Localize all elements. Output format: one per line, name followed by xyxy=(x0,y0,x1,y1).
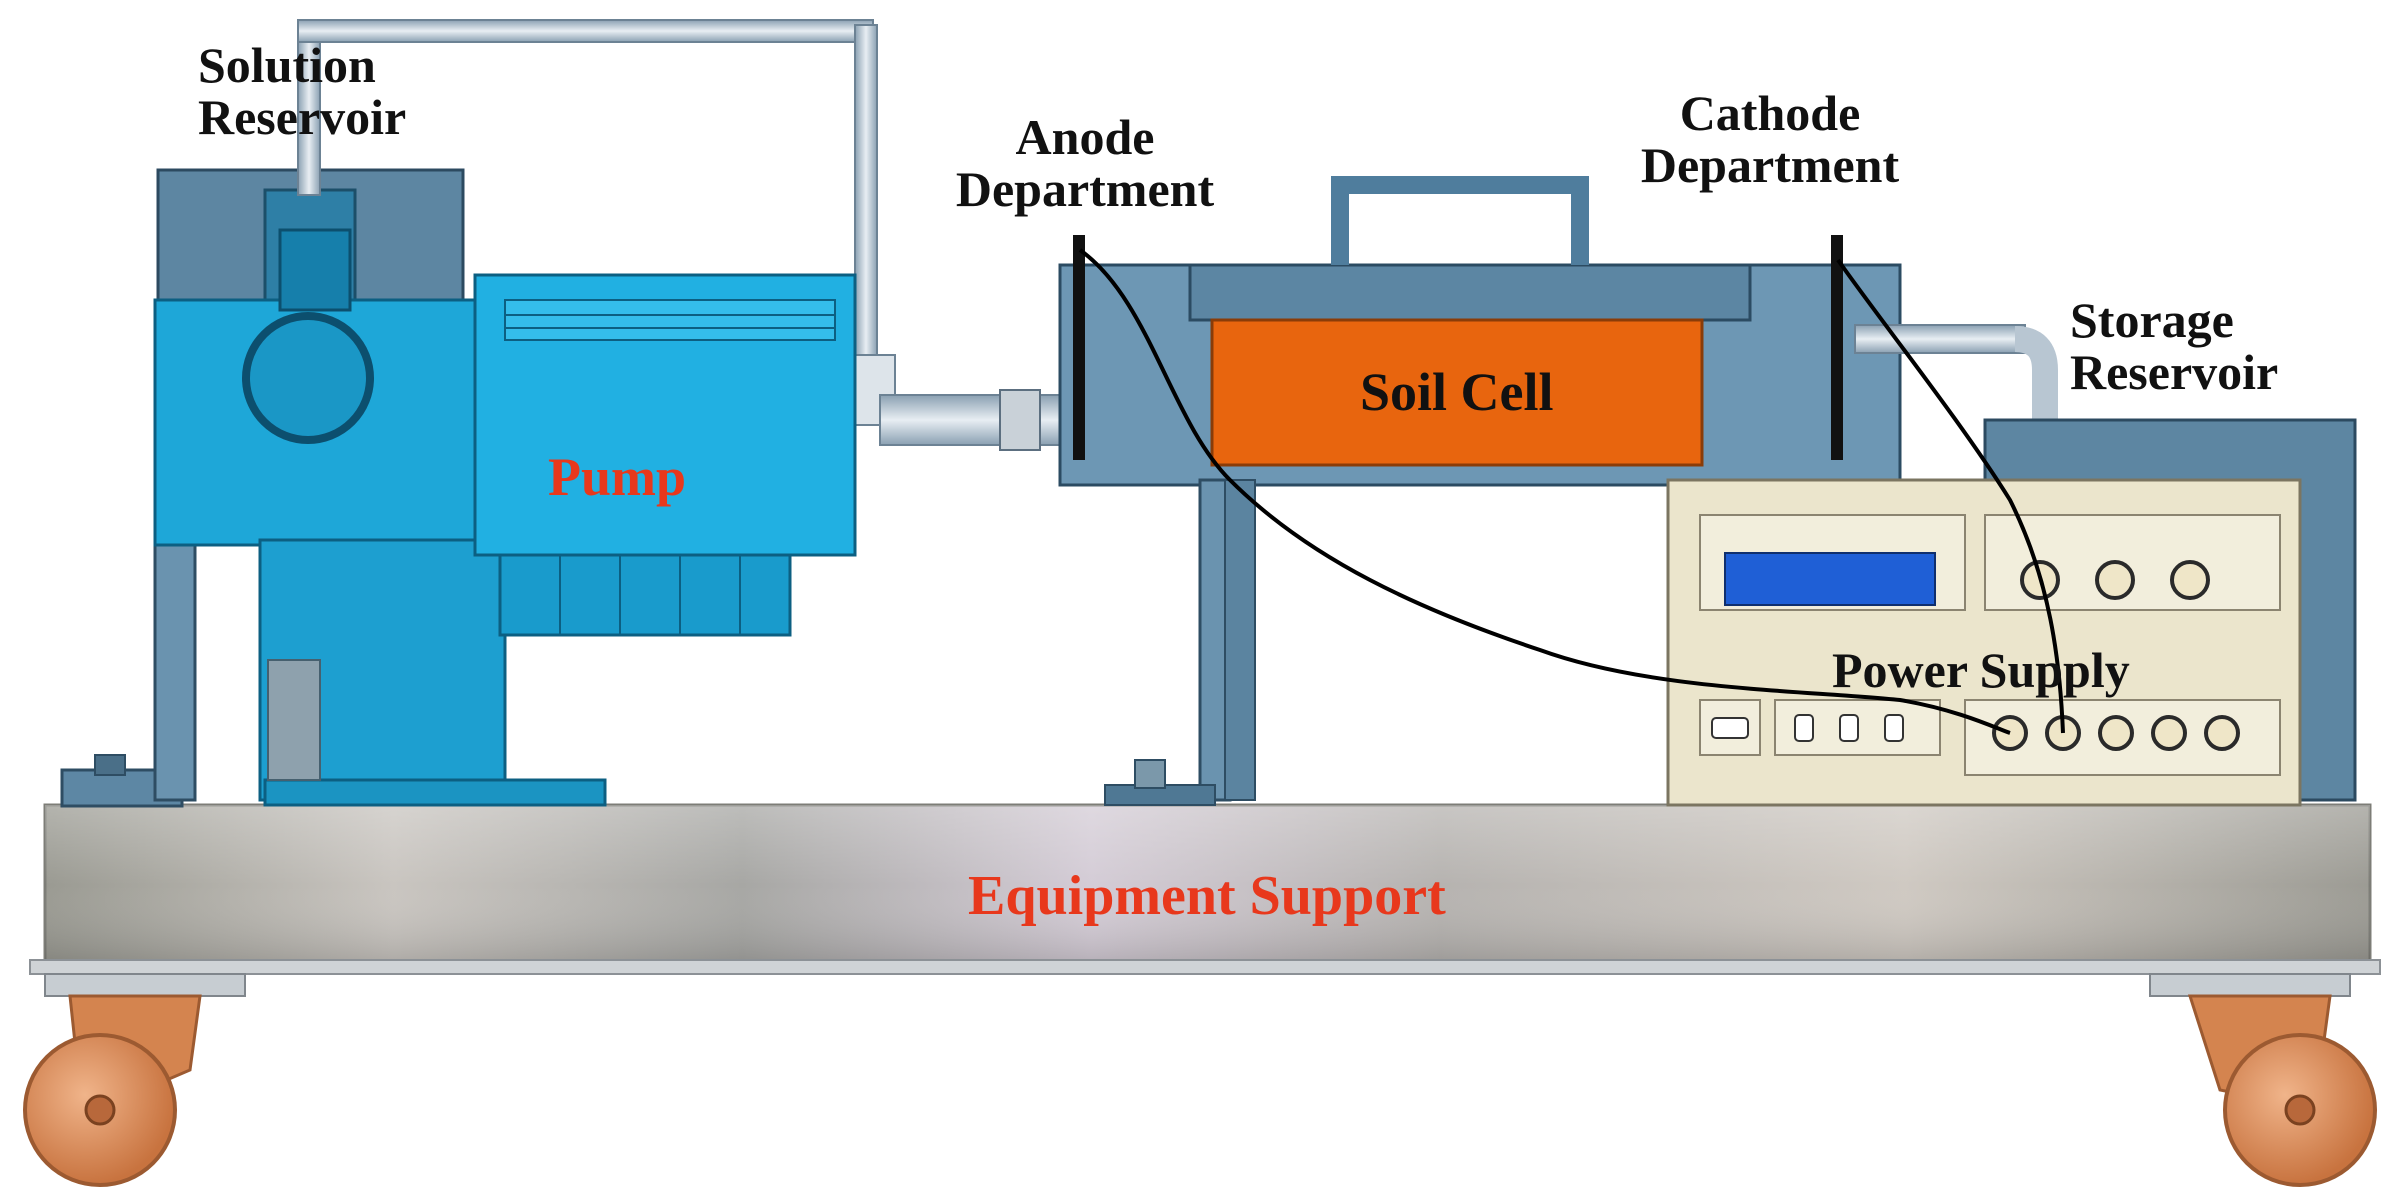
inlet-pipe xyxy=(297,19,1061,451)
cathode-department-label-line2: Department xyxy=(1640,137,1900,193)
anode-wire xyxy=(1078,248,2011,735)
solution-reservoir-label-line2: Reservoir xyxy=(198,89,407,145)
display-screen xyxy=(1724,552,1936,606)
equipment-support-label: Equipment Support xyxy=(968,865,1446,927)
anode-department-label-line1: Anode xyxy=(1015,109,1155,165)
storage-reservoir-label: Storage Reservoir xyxy=(2070,295,2278,397)
cathode-wire xyxy=(1836,258,2065,734)
outlet-pipe xyxy=(1854,324,2058,420)
anode-electrode xyxy=(1073,235,1085,460)
solution-reservoir-label-line1: Solution xyxy=(198,37,376,93)
cathode-department-label: Cathode Department xyxy=(1570,88,1970,190)
solution-reservoir-label: Solution Reservoir xyxy=(198,40,406,142)
cathode-electrode xyxy=(1831,235,1843,460)
pump-icon xyxy=(153,228,857,807)
caster-wheel-left-icon xyxy=(23,973,246,1187)
pump-label: Pump xyxy=(548,447,687,507)
storage-reservoir-label-line1: Storage xyxy=(2070,292,2234,348)
storage-reservoir-label-line2: Reservoir xyxy=(2070,344,2279,400)
knob-icon xyxy=(2095,560,2135,600)
knob-icon xyxy=(2170,560,2210,600)
power-supply xyxy=(1666,478,2302,807)
soil-cell-box xyxy=(1210,318,1704,467)
equipment-support xyxy=(29,803,2381,975)
caster-wheel-right-icon xyxy=(2149,973,2377,1187)
soil-cell-label: Soil Cell xyxy=(1360,362,1554,422)
cathode-department-label-line1: Cathode xyxy=(1679,85,1861,141)
pump-frame xyxy=(60,538,197,808)
anode-department-label-line2: Department xyxy=(955,161,1215,217)
anode-department-label: Anode Department xyxy=(885,112,1285,214)
power-supply-label: Power Supply xyxy=(1832,642,2130,698)
